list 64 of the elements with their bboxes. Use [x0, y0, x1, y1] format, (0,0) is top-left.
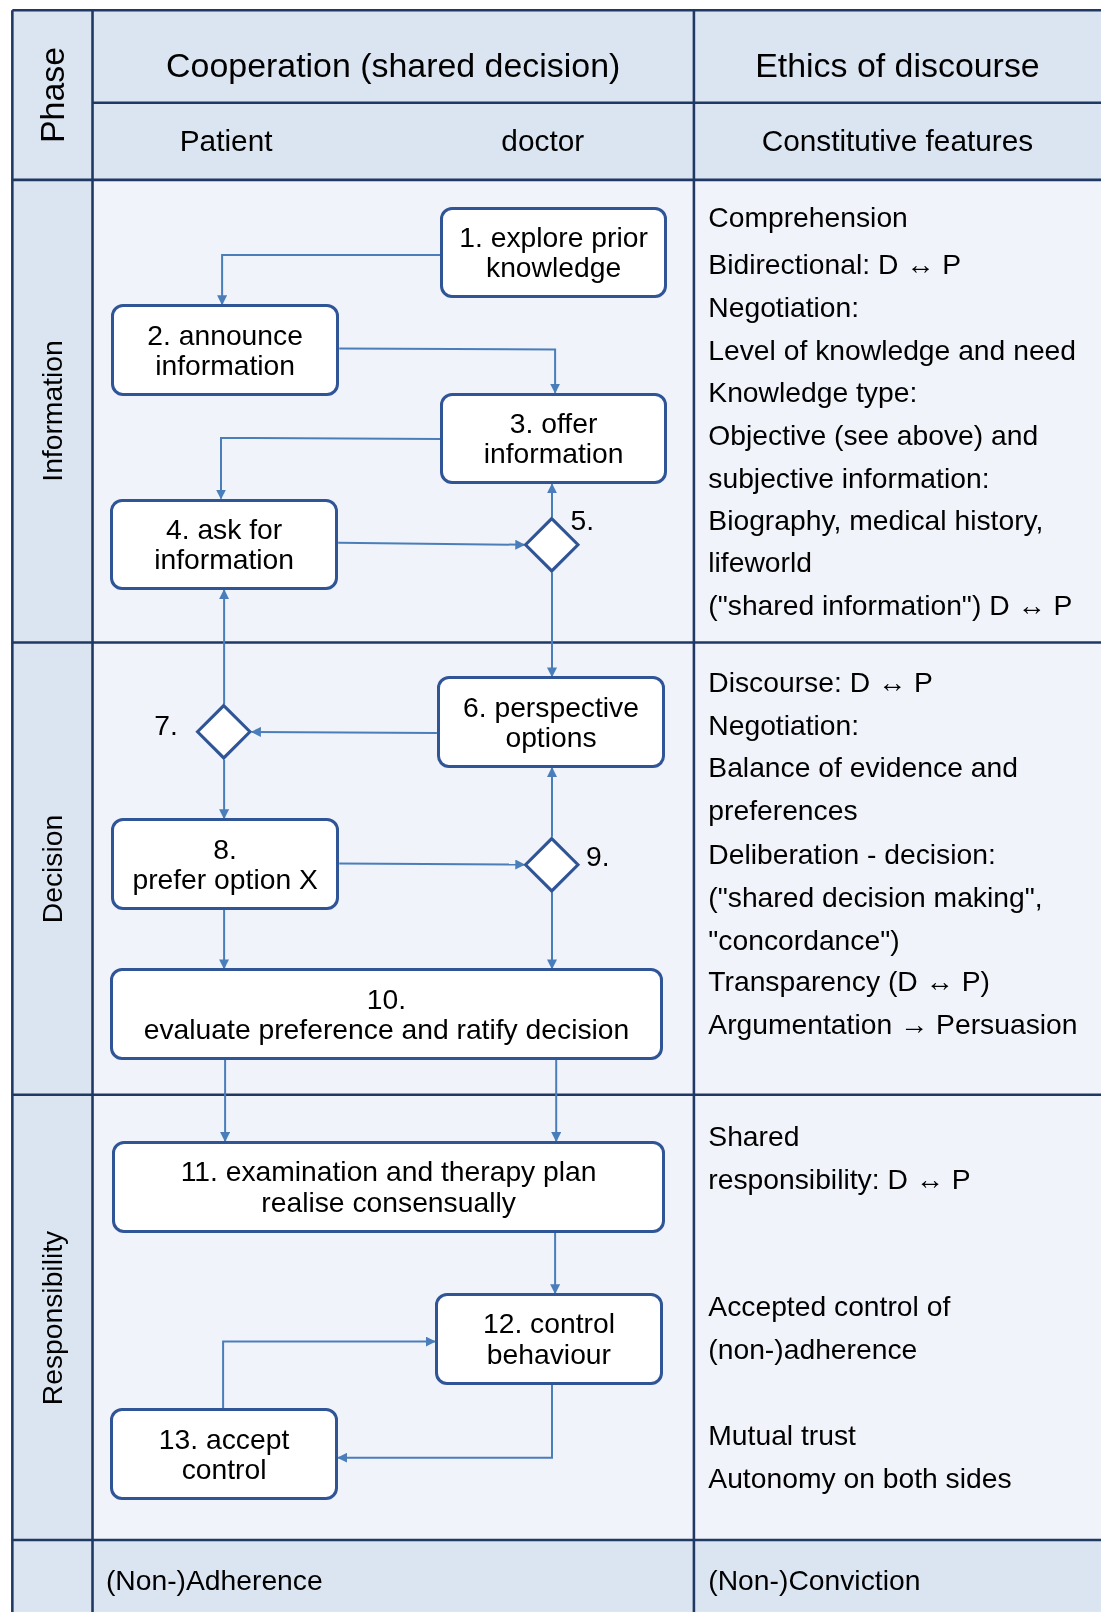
feature-text: ("shared information") D ↔ P — [708, 587, 1074, 623]
outcome-text: (Non-)Adherence — [105, 1563, 324, 1599]
process-box: 10. evaluate preference and ratify decision — [110, 968, 664, 1060]
decision-diamond — [196, 704, 252, 760]
feature-text: responsibility: D ↔ P — [708, 1161, 972, 1197]
process-box: 2. announce information — [111, 304, 340, 396]
process-box: 4. ask for information — [110, 498, 339, 591]
feature-text: Autonomy on both sides — [708, 1460, 1013, 1496]
feature-text: Comprehension — [708, 200, 909, 236]
arrow — [547, 891, 557, 970]
arrow — [547, 571, 557, 678]
arrow — [250, 726, 438, 737]
column-heading: Constitutive features — [760, 123, 1035, 160]
decision-diamond — [524, 836, 580, 893]
arrow — [550, 1231, 561, 1295]
arrow — [217, 253, 441, 306]
feature-text: Level of knowledge and need — [708, 332, 1078, 368]
process-box: 13. accept control — [110, 1408, 339, 1500]
feature-text: Balance of evidence and preferences — [708, 750, 1019, 829]
arrow — [551, 1058, 562, 1143]
arrow — [547, 766, 557, 838]
arrow — [338, 859, 526, 870]
phase-label: Decision — [37, 814, 69, 923]
step-number: 5. — [570, 503, 595, 537]
feature-text: Negotiation: — [708, 708, 861, 744]
feature-text: Biography, medical history, lifeworld — [708, 502, 1045, 581]
arrow — [337, 1383, 553, 1463]
arrow — [547, 483, 557, 519]
process-box: 3. offer information — [440, 392, 668, 485]
column-heading: Ethics of discourse — [754, 45, 1041, 87]
feature-text: Discourse: D ↔ P — [708, 665, 934, 700]
feature-text: Accepted control of (non-)adherence — [708, 1289, 952, 1367]
outcome-text: (Non-)Conviction — [708, 1563, 922, 1599]
column-heading: doctor — [500, 123, 586, 160]
phase-label: Information — [37, 340, 69, 482]
arrow — [222, 1336, 436, 1410]
arrow — [219, 908, 230, 970]
process-box: 11. examination and therapy plan realise consensually — [112, 1141, 666, 1233]
feature-text: Knowledge type: — [708, 375, 919, 411]
column-heading: Phase — [34, 46, 73, 143]
step-number: 7. — [154, 709, 178, 743]
column-heading: Cooperation (shared decision) — [165, 45, 622, 87]
phase-label: Responsibility — [37, 1230, 69, 1406]
feature-text: Shared — [708, 1119, 801, 1155]
arrow — [337, 539, 526, 550]
process-box: 6. perspective options — [436, 676, 666, 768]
feature-text: Negotiation: — [708, 289, 861, 325]
process-box: 1. explore prior knowledge — [440, 206, 668, 299]
arrow — [216, 436, 441, 500]
feature-text: Bidirectional: D ↔ P — [708, 246, 963, 282]
step-number: 9. — [585, 839, 610, 873]
feature-text: Transparency (D ↔ P) — [708, 964, 991, 1000]
arrow — [219, 589, 230, 706]
arrow — [219, 758, 230, 820]
process-box: 8. prefer option X — [111, 818, 340, 910]
column-heading: Patient — [178, 123, 274, 160]
arrow — [338, 347, 561, 394]
feature-text: Mutual trust — [708, 1417, 857, 1453]
feature-text: Objective (see above) and subjective information: — [708, 418, 1040, 497]
feature-text: Argumentation → Persuasion — [708, 1007, 1079, 1043]
process-box: 12. control behaviour — [434, 1293, 664, 1385]
arrow — [220, 1058, 231, 1143]
feature-text: Deliberation - decision: — [708, 836, 997, 872]
feature-text: ("shared decision making", "concordance") — [708, 879, 1044, 958]
